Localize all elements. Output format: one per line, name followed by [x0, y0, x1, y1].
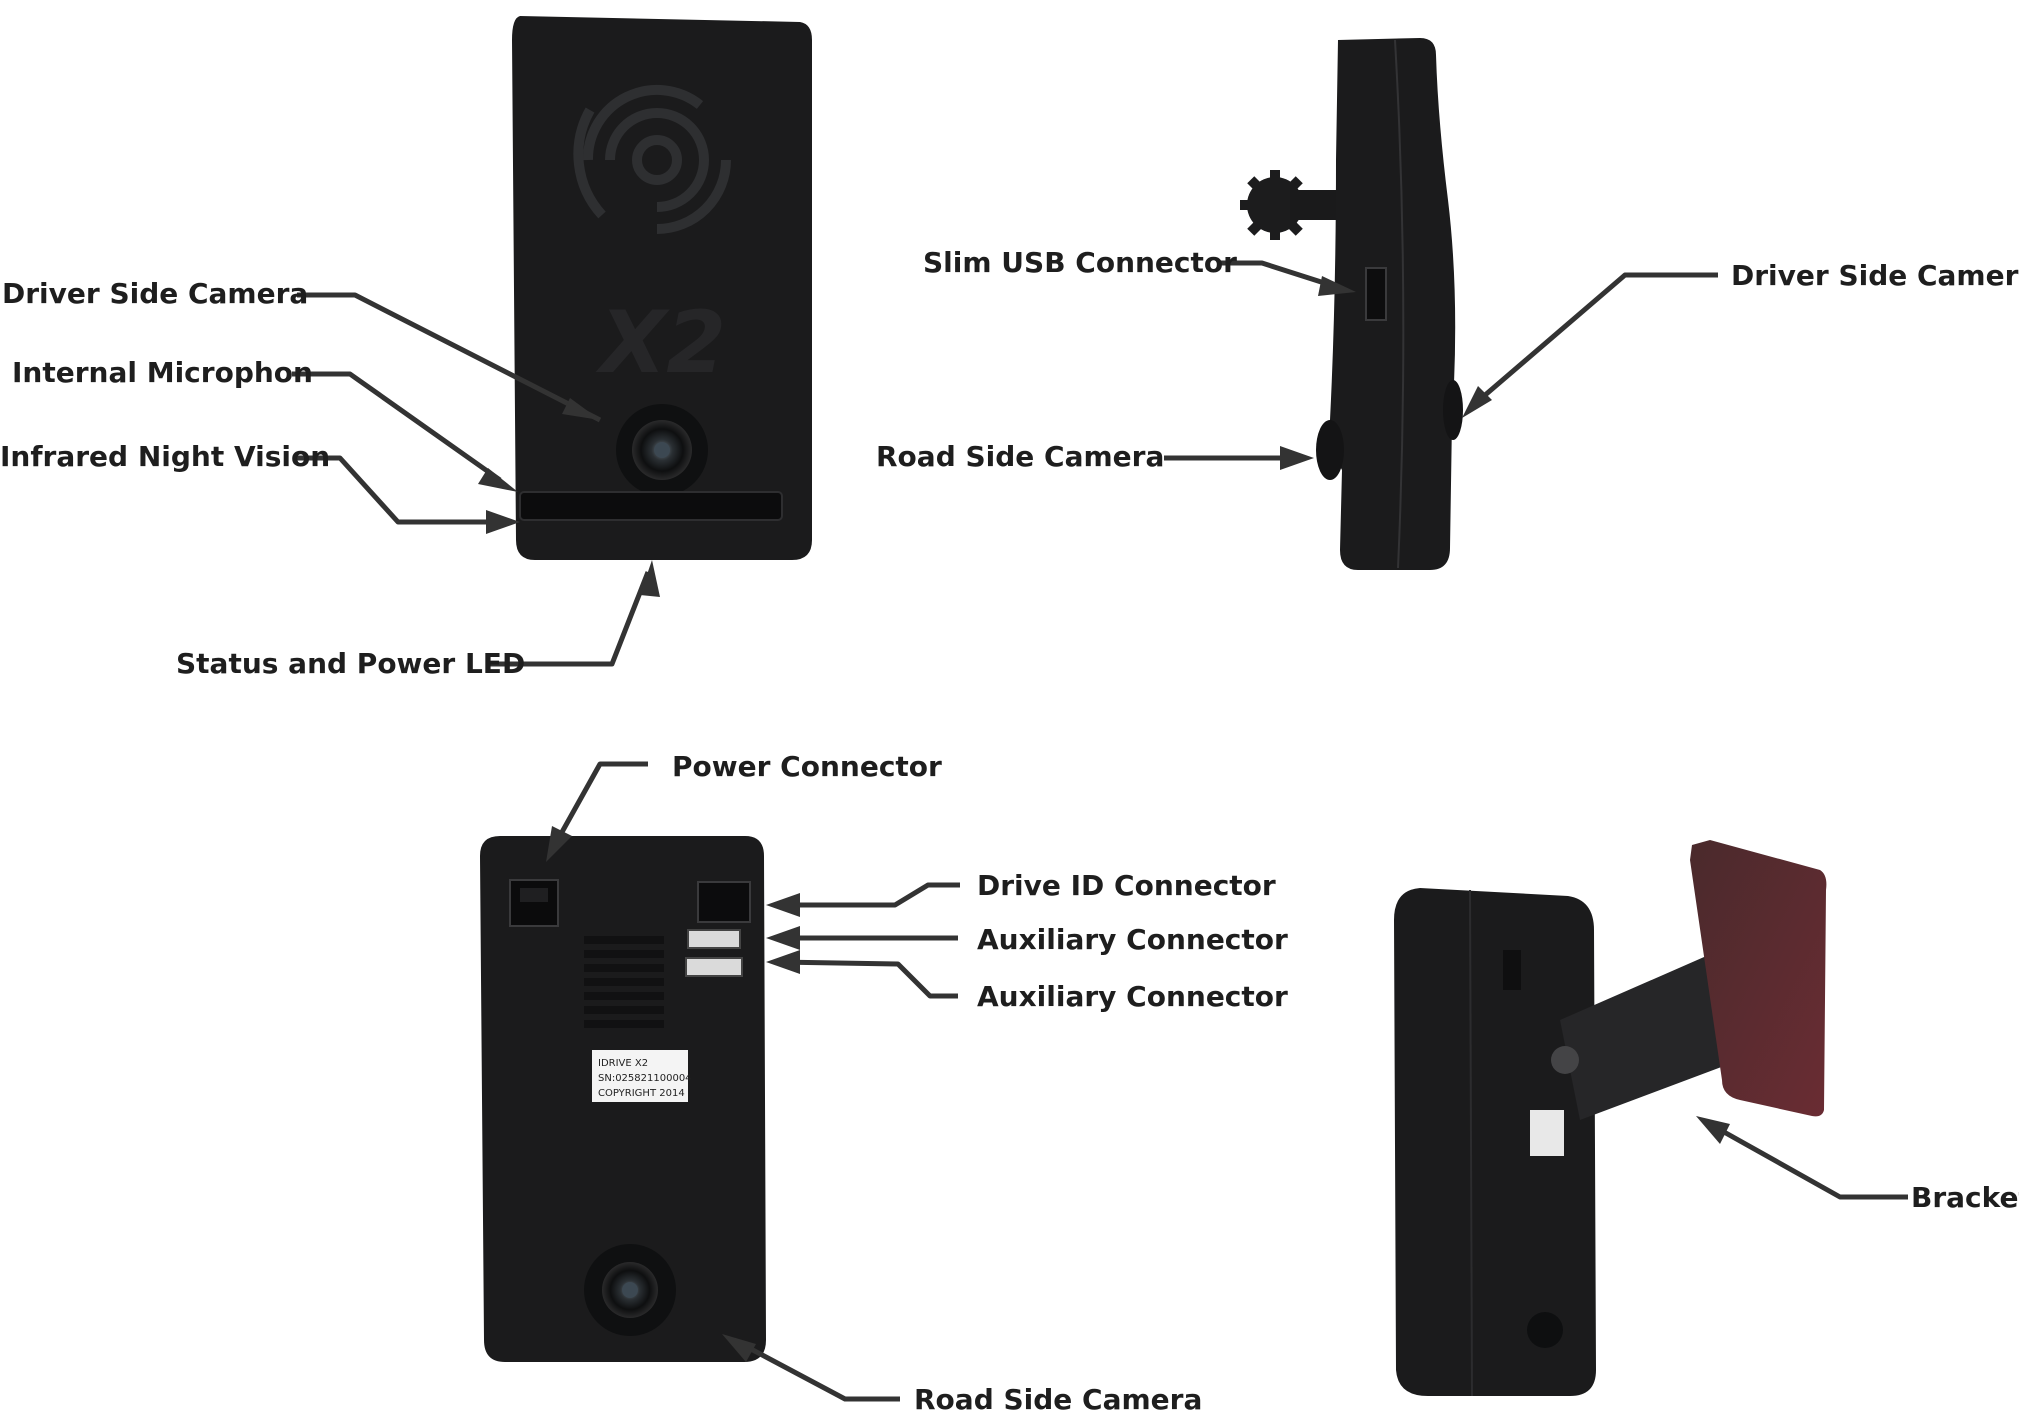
auxiliary-port-1 [687, 929, 741, 949]
back-callout-lines [546, 761, 960, 1402]
sticker-line-2: SN:025821100004 [598, 1073, 692, 1084]
label-side-driver-side-camera: Driver Side Camera [1731, 259, 2019, 292]
infrared-strip [519, 491, 783, 521]
mounted-view-device [1394, 840, 1827, 1397]
side-driver-camera-bump [1443, 380, 1463, 440]
label-status-power-led: Status and Power LED [176, 647, 526, 680]
label-power-connector: Power Connector [672, 750, 942, 783]
label-slim-usb-connector: Slim USB Connector [923, 246, 1237, 279]
back-view-device: IDRIVE X2 SN:025821100004 COPYRIGHT 2014 [480, 836, 766, 1362]
usb-port [1365, 267, 1387, 321]
label-side-road-side-camera: Road Side Camera [876, 440, 1165, 473]
label-auxiliary-connector-1: Auxiliary Connector [977, 923, 1288, 956]
front-view-device: X2 [512, 16, 812, 560]
label-internal-microphone: Internal Microphon [12, 356, 313, 389]
serial-sticker [592, 1050, 688, 1102]
front-callout-lines [292, 292, 660, 667]
drive-id-port [697, 881, 751, 923]
heat-sink [584, 936, 664, 1028]
bracket-arm [1560, 950, 1740, 1120]
label-bracket: Bracket [1911, 1181, 2019, 1214]
mounted-lens [1527, 1312, 1563, 1348]
side-callout-lines [1164, 260, 1718, 470]
sticker-line-1: IDRIVE X2 [598, 1058, 648, 1069]
label-front-driver-side-camera: Driver Side Camera [2, 277, 309, 310]
brand-logo [573, 84, 731, 234]
model-logo-text: X2 [595, 293, 726, 393]
label-infrared-night-vision: Infrared Night Vision [0, 440, 331, 473]
label-auxiliary-connector-2: Auxiliary Connector [977, 980, 1288, 1013]
auxiliary-port-2 [685, 957, 743, 977]
power-port [509, 879, 559, 927]
label-back-road-side-camera: Road Side Camera [914, 1383, 1203, 1416]
adhesive-pad [1690, 840, 1827, 1117]
side-road-camera-bump [1316, 420, 1344, 480]
sticker-line-3: COPYRIGHT 2014 [598, 1088, 685, 1099]
mounted-sticker [1530, 1110, 1564, 1156]
label-drive-id-connector: Drive ID Connector [977, 869, 1276, 902]
mounted-callout-lines [1696, 1116, 1908, 1200]
side-view-device [1240, 38, 1463, 570]
bracket-gear [1240, 170, 1340, 240]
